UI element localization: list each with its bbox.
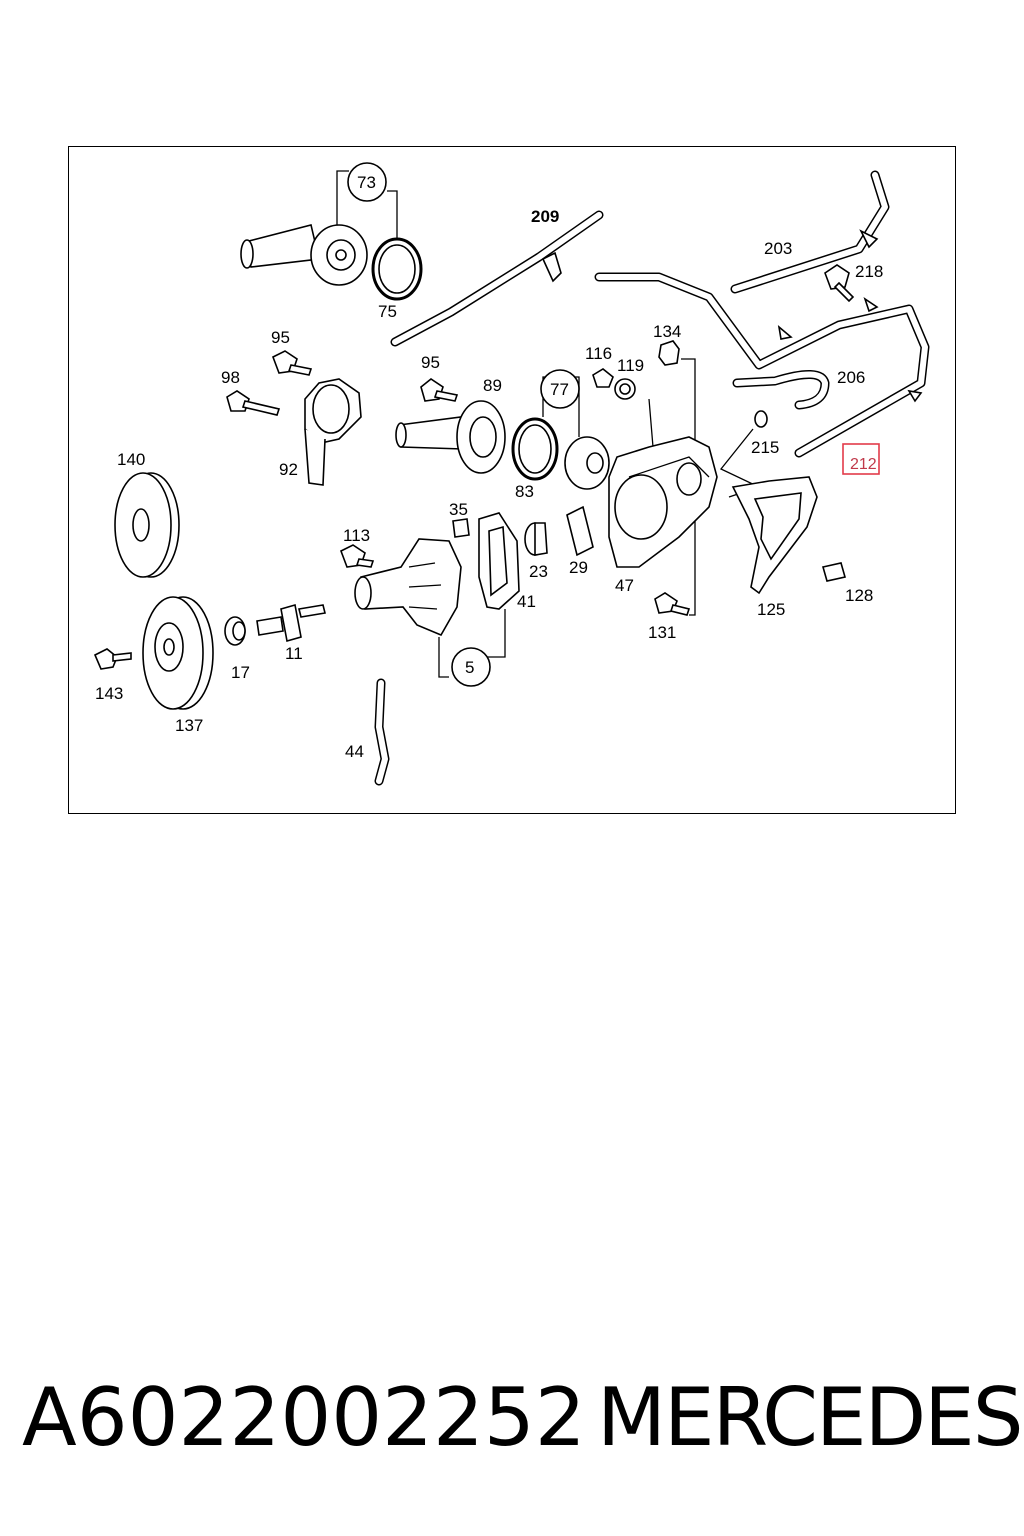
- callout-77: 77: [550, 380, 569, 399]
- callout-116: 116: [585, 344, 612, 363]
- callout-23: 23: [529, 562, 548, 581]
- callout-113: 113: [343, 526, 370, 545]
- callout-11: 11: [285, 644, 303, 663]
- pulley-137: [142, 596, 214, 710]
- callout-119: 119: [617, 356, 644, 375]
- callout-95a: 95: [271, 328, 290, 347]
- brand-name: MERCEDES: [597, 1371, 1024, 1464]
- callout-95b: 95: [421, 353, 440, 372]
- callout-35: 35: [449, 500, 468, 519]
- pump-housing-47: [608, 436, 718, 568]
- callout-140: 140: [117, 450, 145, 469]
- callout-44: 44: [345, 742, 364, 761]
- shaft-11: [256, 603, 326, 643]
- callout-215: 215: [751, 438, 779, 457]
- caption: A6022002252 MERCEDES: [0, 1370, 1024, 1480]
- callout-circle-5: [451, 647, 491, 687]
- pulley-140: [114, 472, 180, 578]
- callout-98: 98: [221, 368, 240, 387]
- callout-75: 75: [378, 302, 397, 321]
- o-ring-215: [754, 410, 768, 428]
- impeller-29: [566, 505, 594, 557]
- thermostat-housing-part: [240, 224, 368, 286]
- seal-119: [614, 378, 636, 400]
- callout-125: 125: [757, 600, 785, 619]
- bolt-131-part: [654, 592, 691, 616]
- callout-83: 83: [515, 482, 534, 501]
- plug-116: [592, 368, 614, 388]
- bolt-218-part: [824, 264, 855, 303]
- callout-circle-77: [540, 369, 580, 409]
- highlight-box-212[interactable]: [842, 443, 880, 475]
- callout-137: 137: [175, 716, 203, 735]
- callout-143: 143: [95, 684, 123, 703]
- hub-17: [224, 616, 246, 646]
- callout-212-highlighted[interactable]: 212: [850, 456, 877, 473]
- callout-203: 203: [764, 239, 792, 258]
- exploded-view-drawing: 73 75 209 203 218 95 98 92 95 89 77 83 1…: [93, 162, 930, 786]
- bolt-95b-part: [420, 378, 459, 402]
- callout-131: 131: [648, 623, 676, 642]
- part-number: A6022002252: [22, 1371, 586, 1464]
- callout-5: 5: [465, 658, 474, 677]
- bolt-113-part: [339, 544, 375, 568]
- callout-206: 206: [837, 368, 865, 387]
- plug-134: [658, 340, 680, 366]
- callout-209: 209: [531, 207, 559, 226]
- coolant-flange-92: [304, 378, 362, 486]
- callout-17: 17: [231, 663, 250, 682]
- callout-73: 73: [357, 173, 376, 192]
- callout-92: 92: [279, 460, 298, 479]
- seal-ring-part: [371, 237, 423, 301]
- bolt-98-part: [226, 390, 281, 416]
- parts-diagram: 73 75 209 203 218 95 98 92 95 89 77 83 1…: [68, 146, 956, 814]
- seal-ring-83: [511, 417, 559, 481]
- coolant-pipe-203: [730, 170, 890, 294]
- coolant-pipe-212: [594, 272, 930, 458]
- callout-47: 47: [615, 576, 634, 595]
- bushing-35: [452, 518, 470, 538]
- water-pump-part: [354, 538, 462, 637]
- seal-23: [524, 522, 548, 556]
- elbow-hose-206: [732, 370, 830, 410]
- sleeve-128: [821, 562, 847, 582]
- hose-44: [374, 678, 390, 786]
- gasket-125: [731, 476, 818, 595]
- callout-41: 41: [517, 592, 536, 611]
- callout-circle-73: [347, 162, 387, 202]
- callout-128: 128: [845, 586, 873, 605]
- thermostat-77: [564, 436, 610, 490]
- callout-89: 89: [483, 376, 502, 395]
- bolt-95a-part: [271, 350, 313, 376]
- gasket-41: [478, 512, 520, 610]
- callout-29: 29: [569, 558, 588, 577]
- callout-134: 134: [653, 322, 681, 341]
- callout-218: 218: [855, 262, 883, 281]
- coolant-flange-89: [395, 400, 506, 474]
- coolant-pipe-209: [390, 210, 604, 347]
- bolt-143-part: [93, 648, 132, 670]
